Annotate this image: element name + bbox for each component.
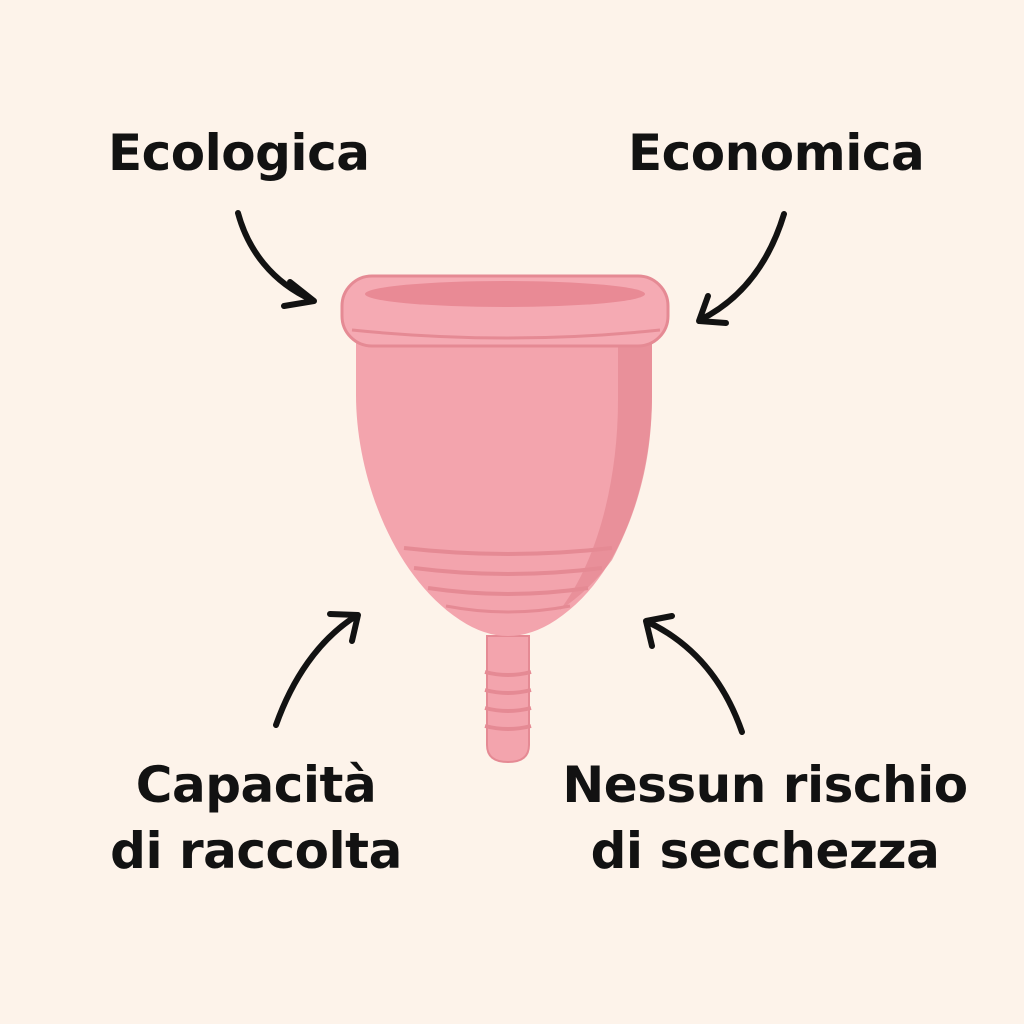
label-capacita-di-raccolta: Capacità di raccolta xyxy=(100,752,412,884)
cup-stem xyxy=(484,635,532,764)
arrow-economica xyxy=(696,211,787,326)
cup-body xyxy=(356,328,652,636)
label-ecologica: Ecologica xyxy=(108,124,370,182)
cup-rim xyxy=(340,274,670,348)
label-capacita-line-2: di raccolta xyxy=(110,822,402,880)
label-nessun-line-1: Nessun rischio xyxy=(562,756,968,814)
arrow-capacita xyxy=(273,611,361,728)
arrow-ecologica xyxy=(235,210,317,309)
label-nessun-line-2: di secchezza xyxy=(590,822,940,880)
label-economica: Economica xyxy=(628,124,925,182)
menstrual-cup-icon xyxy=(340,274,670,764)
label-capacita-line-1: Capacità xyxy=(135,756,377,814)
arrow-nessun xyxy=(643,613,745,735)
label-nessun-rischio-di-secchezza: Nessun rischio di secchezza xyxy=(560,752,970,884)
